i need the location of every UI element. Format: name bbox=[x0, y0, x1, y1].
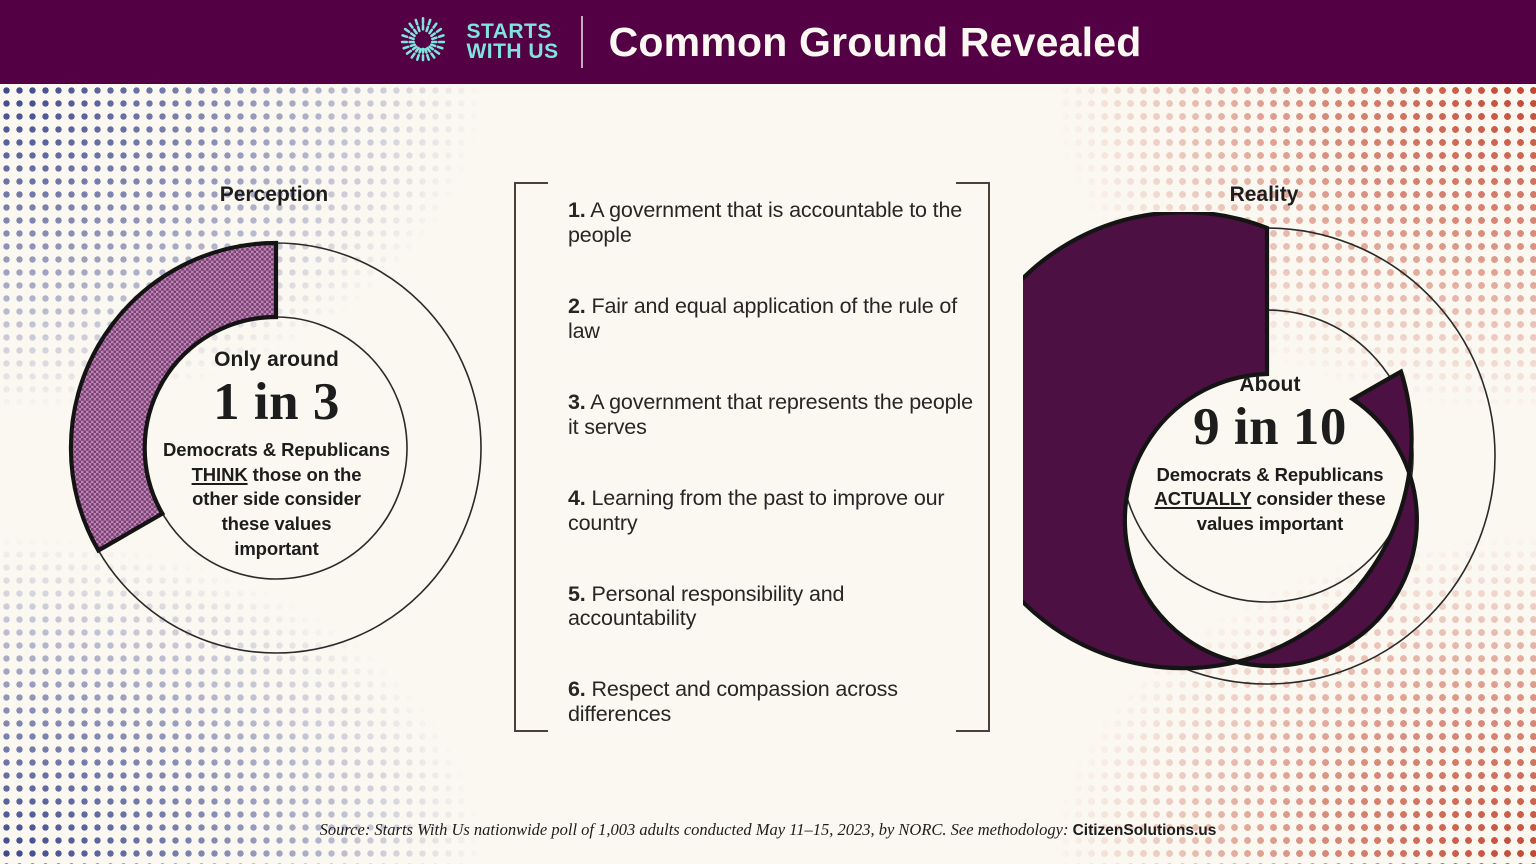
brand-line-2: WITH US bbox=[466, 40, 559, 63]
source-footnote: Source: Starts With Us nationwide poll o… bbox=[0, 820, 1536, 840]
list-item-number: 4. bbox=[568, 485, 586, 510]
perception-donut-chart bbox=[68, 240, 482, 654]
bracket-left-rule bbox=[514, 182, 516, 732]
list-item-number: 6. bbox=[568, 677, 586, 702]
list-item: 4. Learning from the past to improve our… bbox=[568, 486, 978, 536]
source-text: Source: Starts With Us nationwide poll o… bbox=[319, 820, 1073, 839]
perception-filled-segment bbox=[68, 240, 279, 554]
list-item-number: 3. bbox=[568, 389, 586, 414]
list-item: 2. Fair and equal application of the rul… bbox=[568, 294, 978, 344]
starts-with-us-spiral-logo-icon bbox=[401, 16, 446, 62]
list-item-text: A government that is accountable to the … bbox=[568, 198, 963, 247]
reality-label: Reality bbox=[1229, 183, 1299, 206]
brand-wordmark: STARTS WITH US bbox=[466, 20, 559, 63]
bracket-right-rule bbox=[988, 182, 990, 732]
list-item-number: 2. bbox=[568, 293, 586, 318]
brand-lockup: STARTS WITH US bbox=[394, 13, 558, 71]
reality-filled-segment bbox=[1023, 212, 1419, 671]
page-title: Common Ground Revealed bbox=[608, 18, 1142, 65]
reality-donut-chart bbox=[1023, 212, 1496, 685]
bracket-corner-top-left bbox=[514, 182, 548, 184]
list-item-number: 1. bbox=[568, 198, 586, 222]
perception-label: Perception bbox=[219, 183, 329, 206]
list-item-number: 5. bbox=[568, 581, 586, 606]
list-item: 5. Personal responsibility and accountab… bbox=[568, 582, 978, 632]
list-item: 1. A government that is accountable to t… bbox=[568, 198, 978, 248]
list-item-text: Fair and equal application of the rule o… bbox=[568, 293, 958, 343]
bracket-corner-bottom-right bbox=[956, 730, 990, 732]
bracket-corner-top-right bbox=[956, 182, 990, 184]
brand-line-1: STARTS bbox=[466, 20, 552, 43]
list-item: 6. Respect and compassion across differe… bbox=[568, 677, 978, 727]
list-item-text: Personal responsibility and accountabili… bbox=[568, 581, 845, 631]
bracket-corner-bottom-left bbox=[514, 730, 548, 732]
list-item: 3. A government that represents the peop… bbox=[568, 390, 978, 440]
list-item-text: Learning from the past to improve our co… bbox=[568, 485, 945, 535]
header-bar: STARTS WITH US Common Ground Revealed bbox=[0, 0, 1536, 84]
header-divider bbox=[580, 16, 583, 68]
shared-values-list: 1. A government that is accountable to t… bbox=[568, 198, 978, 727]
list-item-text: A government that represents the people … bbox=[568, 389, 973, 439]
source-site-link[interactable]: CitizenSolutions.us bbox=[1072, 822, 1217, 839]
list-item-text: Respect and compassion across difference… bbox=[568, 677, 898, 727]
